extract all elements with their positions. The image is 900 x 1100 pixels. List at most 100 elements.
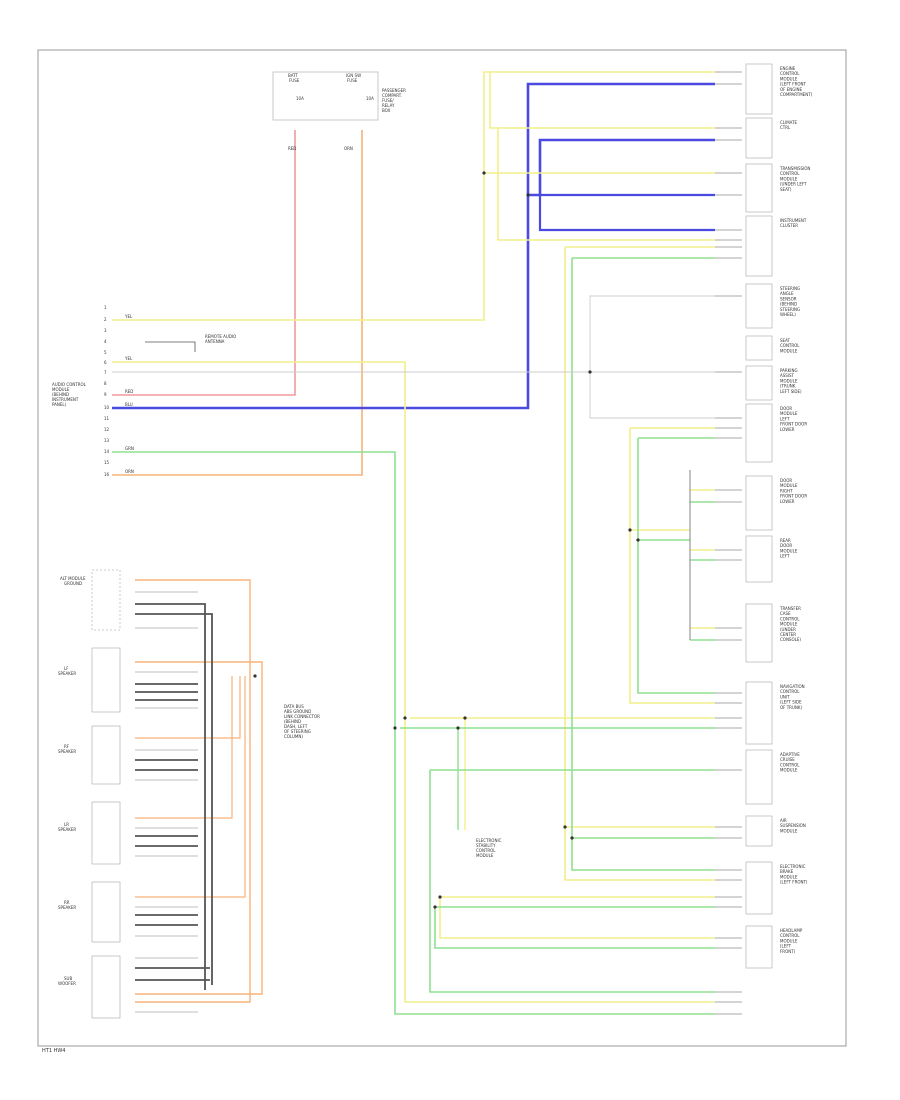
- wire-blue-main: [112, 82, 715, 410]
- right-module-label: STEERING: [780, 286, 800, 291]
- wire-blue-4: [538, 195, 715, 232]
- right-module-label: (LEFT SIDE: [780, 700, 802, 705]
- right-module-label: WHEEL): [780, 312, 796, 317]
- left-module-label-4: INSTRUMENT: [52, 397, 79, 402]
- svg-text:LR: LR: [64, 822, 69, 827]
- diagram-frame: [37, 49, 847, 1047]
- svg-text:LF: LF: [64, 666, 69, 671]
- svg-text:14: 14: [104, 449, 110, 454]
- right-module-label: FRONT DOOR: [780, 422, 807, 427]
- svg-text:16: 16: [104, 472, 110, 477]
- fuse-2-amp: 10A: [366, 96, 374, 101]
- right-module-box: [745, 335, 773, 361]
- remote-label-2: ANTENNA: [205, 339, 225, 344]
- right-module-box: [745, 749, 773, 805]
- right-module-box: [745, 815, 773, 847]
- right-module-label: MODULE: [780, 828, 798, 833]
- right-module-label: (UNDER LEFT: [780, 182, 807, 187]
- label-red-2: RED: [288, 146, 296, 151]
- right-module-label: CONTROL: [780, 71, 800, 76]
- label-orn-2: ORN: [344, 146, 353, 151]
- right-module-label: SENSOR: [780, 296, 797, 301]
- fuse-box: BATT FUSE 10A IGN SW FUSE 10A PASSENGER …: [272, 71, 406, 121]
- wire-green-long: [112, 451, 715, 1015]
- svg-text:7: 7: [104, 370, 107, 375]
- svg-text:SPEAKER: SPEAKER: [58, 827, 76, 832]
- right-module-label: REAR: [780, 538, 791, 543]
- right-module-label: CASE: [780, 611, 791, 616]
- right-module-label: FRONT DOOR: [780, 494, 807, 499]
- right-module-label: LOWER: [780, 499, 795, 504]
- right-module-label: CONTROL: [780, 762, 800, 767]
- right-module-label: (LEFT FRONT: [780, 82, 806, 87]
- right-module-box: [745, 535, 773, 583]
- right-module-box: [745, 283, 773, 329]
- right-module-label: (LEFT: [780, 944, 792, 949]
- svg-text:9: 9: [104, 392, 107, 397]
- right-module-label: ANGLE: [780, 291, 794, 296]
- fuse-box-label-5: BOX: [382, 108, 391, 113]
- wire-yellow-3: [489, 72, 715, 129]
- data-bus-label: DATA BUS ABS GROUND LINK CONNECTOR (BEHI…: [284, 704, 320, 739]
- svg-text:OF STEERING: OF STEERING: [284, 729, 311, 734]
- svg-text:LINK CONNECTOR: LINK CONNECTOR: [284, 714, 320, 719]
- svg-text:2: 2: [104, 317, 107, 322]
- wire-yellow-main: [112, 71, 715, 321]
- wire-red: [112, 130, 296, 396]
- right-module-box: [745, 861, 773, 915]
- right-module-label: UNIT: [780, 694, 790, 699]
- svg-text:8: 8: [104, 381, 107, 386]
- svg-text:ABS GROUND: ABS GROUND: [284, 709, 311, 714]
- label-orn-1: ORN: [125, 469, 134, 474]
- svg-text:(BEHIND: (BEHIND: [284, 719, 301, 724]
- right-module-label: MODULE: [780, 548, 798, 553]
- right-module-label: (TRUNK: [780, 384, 796, 389]
- right-module-label: MODULE: [780, 378, 798, 383]
- right-module-label: BRAKE: [780, 869, 794, 874]
- right-module-box: [745, 215, 773, 277]
- right-module-box: [745, 403, 773, 463]
- right-module-label: DOOR: [780, 406, 792, 411]
- right-module-label: STEERING: [780, 307, 800, 312]
- right-module-label: OF TRUNK): [780, 705, 802, 710]
- right-module-label: CONTROL: [780, 689, 800, 694]
- right-module-label: CRUISE: [780, 757, 795, 762]
- right-module-box: [745, 163, 773, 213]
- wire-yellow-4: [497, 128, 715, 241]
- right-pin-ticks: [715, 71, 742, 1015]
- svg-text:DATA BUS: DATA BUS: [284, 704, 304, 709]
- wire-green-11: [429, 770, 715, 993]
- fuse-box-label-1: PASSENGER: [382, 88, 406, 93]
- remote-wire: [145, 341, 196, 352]
- right-module-box: [745, 475, 773, 531]
- junction-dots: [253, 171, 640, 909]
- right-module-box: [745, 681, 773, 745]
- wire-green-5: [637, 438, 715, 694]
- right-module-label: TRANSFER: [779, 606, 801, 611]
- svg-text:SPEAKER: SPEAKER: [58, 749, 76, 754]
- right-module-label: COMPARTMENT): [780, 92, 813, 97]
- right-module-label: MODULE: [780, 768, 798, 773]
- svg-text:1: 1: [104, 305, 107, 310]
- svg-text:10: 10: [104, 405, 110, 410]
- wire-blue-2: [528, 138, 715, 197]
- svg-text:RF: RF: [64, 744, 70, 749]
- right-module-label: LEFT SIDE): [780, 389, 802, 394]
- svg-text:SUB: SUB: [64, 976, 72, 981]
- right-module-label: AIR: [780, 818, 787, 823]
- left-module-label-2: MODULE: [52, 387, 70, 392]
- right-module-label: SEAT): [780, 187, 792, 192]
- svg-text:GROUND: GROUND: [64, 581, 82, 586]
- right-module-box: [745, 63, 773, 115]
- fuse-1-amp: 10A: [296, 96, 304, 101]
- wire-yellow-6: [564, 247, 715, 881]
- right-module-label: ENGINE: [780, 66, 796, 71]
- left-module-label-5: PANEL): [52, 402, 67, 407]
- fuse-box-label-4: RELAY: [382, 103, 395, 108]
- right-module-label: TRANSMISSION: [779, 166, 810, 171]
- right-module-label: MODULE: [780, 348, 798, 353]
- right-module-label: PARKING: [780, 368, 798, 373]
- wire-yellow-long: [112, 361, 715, 1003]
- right-module-label: CONTROL: [780, 616, 800, 621]
